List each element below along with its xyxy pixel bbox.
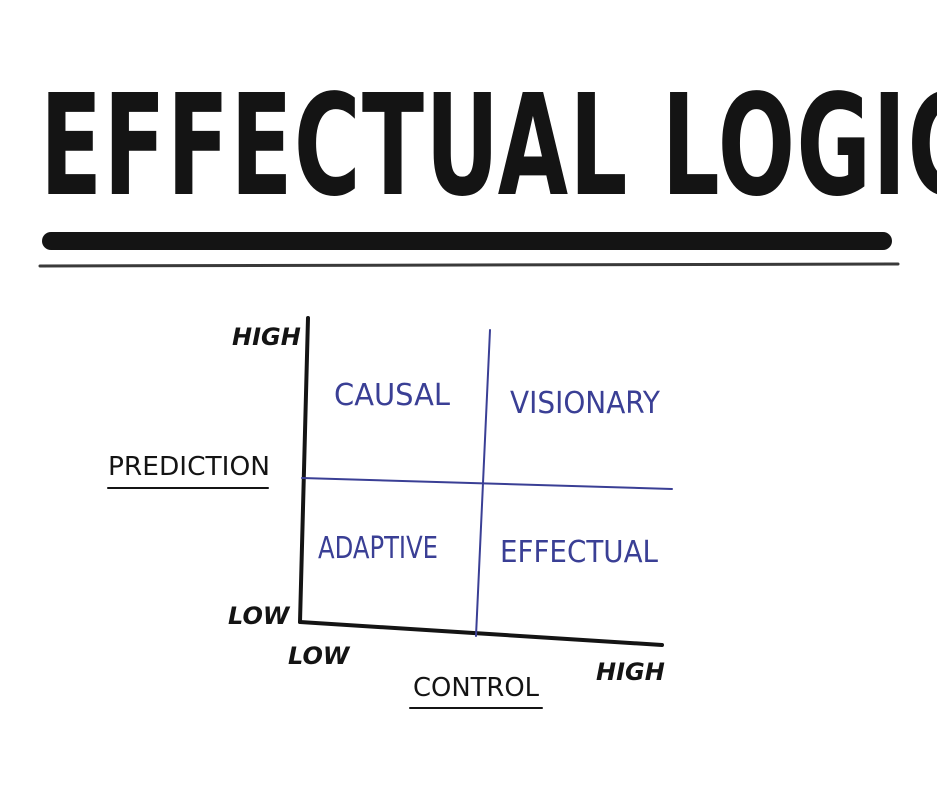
y-axis-high-label: HIGH: [232, 323, 301, 351]
title-underline-thick: [42, 232, 892, 250]
quadrant-effectual-label: EFFECTUAL: [500, 535, 658, 570]
x-axis-line: [298, 620, 664, 647]
x-axis-title: CONTROL: [413, 673, 540, 703]
title-underline-thin: [38, 262, 900, 268]
quadrant-visionary-label: VISIONARY: [510, 386, 661, 421]
quadrant-causal-label: CAUSAL: [334, 378, 450, 413]
horizontal-divider: [301, 477, 673, 490]
quadrant-adaptive-label: ADAPTIVE: [318, 531, 438, 566]
x-axis-high-label: HIGH: [596, 658, 665, 686]
y-axis-line: [298, 316, 310, 624]
y-axis-title: PREDICTION: [108, 452, 270, 482]
y-axis-low-label: LOW: [228, 602, 291, 630]
x-axis-low-label: LOW: [288, 642, 351, 670]
